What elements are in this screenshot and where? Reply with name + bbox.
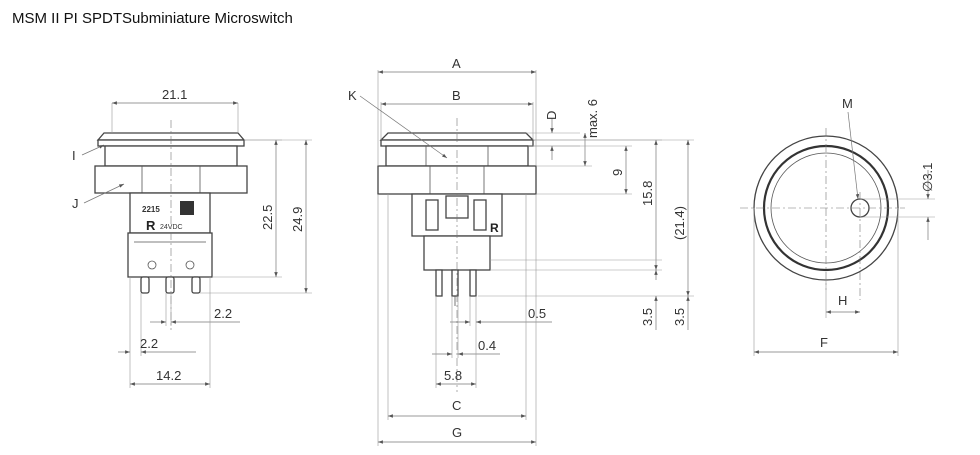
- front-dim-g: G: [452, 425, 462, 440]
- page-title: MSM II PI SPDTSubminiature Microswitch: [12, 10, 293, 27]
- front-label-k: K: [348, 88, 357, 103]
- side-label-j: J: [72, 196, 79, 211]
- top-dim-h: H: [838, 293, 847, 308]
- front-dim-21-4: (21.4): [672, 206, 687, 240]
- side-dim-top-width: 21.1: [162, 87, 187, 102]
- top-dim-dia: ∅3.1: [920, 163, 935, 192]
- front-dim-15-8: 15.8: [640, 181, 655, 206]
- side-label-i: I: [72, 148, 76, 163]
- front-dim-3-5-b: 3.5: [672, 308, 687, 326]
- front-dim-a: A: [452, 56, 461, 71]
- front-dim-b: B: [452, 88, 461, 103]
- top-label-m: M: [842, 96, 853, 111]
- front-dim-d: D: [544, 111, 559, 120]
- side-dim-height-b: 24.9: [290, 207, 305, 232]
- side-marking-r: R: [146, 218, 156, 233]
- front-view: R A B K D max. 6: [348, 56, 694, 446]
- top-dim-f: F: [820, 335, 828, 350]
- side-dim-pin-offset: 2.2: [214, 306, 232, 321]
- side-dim-height-a: 22.5: [260, 205, 275, 230]
- side-dim-pin-pitch: 2.2: [140, 336, 158, 351]
- side-view: 2215 R 24VDC 21.1 22.5 24.9 2.2: [72, 87, 312, 388]
- front-dim-max6: max. 6: [585, 99, 600, 138]
- front-marking-r: R: [490, 221, 499, 235]
- front-dim-9: 9: [610, 169, 625, 176]
- front-dim-3-5-a: 3.5: [640, 308, 655, 326]
- side-dim-pin-span: 14.2: [156, 368, 181, 383]
- front-dim-0-4: 0.4: [478, 338, 496, 353]
- side-marking-code: 2215: [142, 205, 160, 214]
- front-dim-c: C: [452, 398, 461, 413]
- front-dim-0-5: 0.5: [528, 306, 546, 321]
- top-view: M ∅3.1 H F: [740, 96, 935, 356]
- front-dim-5-8: 5.8: [444, 368, 462, 383]
